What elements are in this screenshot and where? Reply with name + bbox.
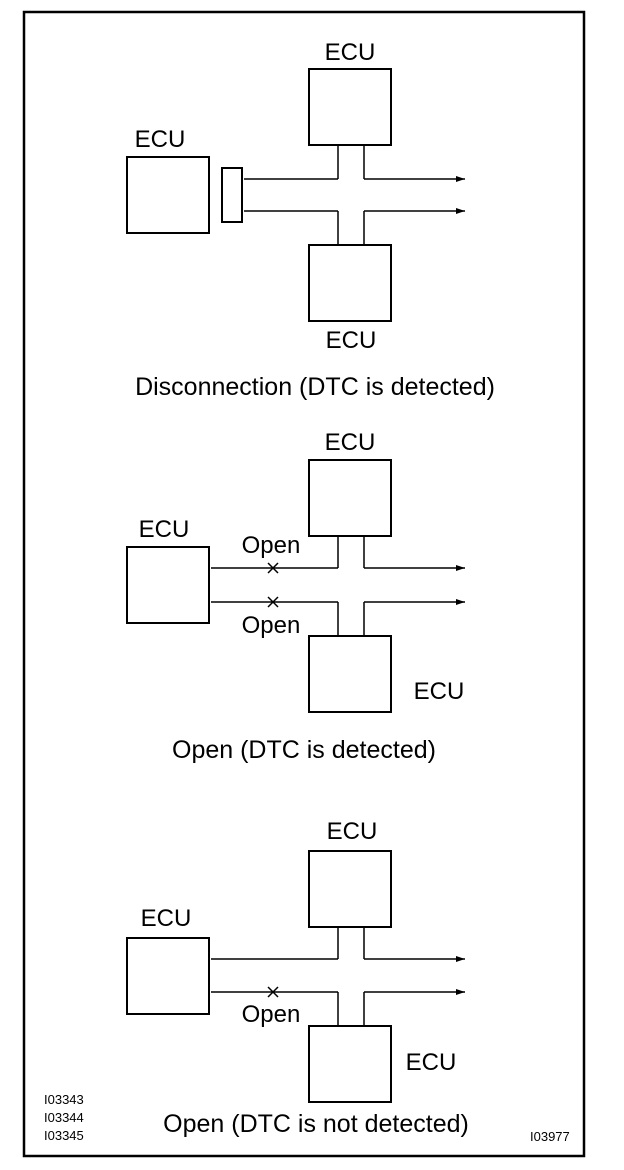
ecu-box-top: [308, 68, 392, 146]
figure-code-1: I03343: [44, 1092, 84, 1107]
outer-frame: [22, 10, 586, 1158]
ecu-label-top: ECU: [325, 39, 376, 66]
panel-caption: Open (DTC is not detected): [163, 1110, 469, 1138]
open-label: Open: [242, 1001, 301, 1028]
bus-lines: [211, 536, 465, 636]
ecu-box-left: [126, 156, 210, 234]
ecu-label-bottom: ECU: [406, 1049, 457, 1076]
ecu-label-left: ECU: [141, 905, 192, 932]
ecu-box-bottom: [308, 635, 392, 713]
ecu-box-top: [308, 850, 392, 928]
panel-caption: Disconnection (DTC is detected): [135, 373, 495, 401]
panel-open-not-detected: ECU ECU ECU Open Open (DTC is not detect…: [126, 818, 469, 1138]
ecu-label-top: ECU: [327, 818, 378, 845]
figure-code-3: I03345: [44, 1128, 84, 1143]
open-cross-lower-icon: [267, 596, 279, 608]
ecu-label-left: ECU: [139, 516, 190, 543]
ecu-label-top: ECU: [325, 429, 376, 456]
ecu-label-bottom: ECU: [414, 678, 465, 705]
disconnected-connector: [221, 167, 243, 223]
open-cross-upper-icon: [267, 562, 279, 574]
open-label-upper: Open: [242, 532, 301, 559]
ecu-label-left: ECU: [135, 126, 186, 153]
ecu-box-left: [126, 937, 210, 1015]
panel-open-detected: ECU ECU ECU Open Open Open (DTC is detec…: [126, 429, 465, 764]
ecu-box-bottom: [308, 1025, 392, 1103]
bus-lines: [211, 927, 465, 1026]
bus-lines: [244, 145, 465, 245]
ecu-box-top: [308, 459, 392, 537]
ecu-box-left: [126, 546, 210, 624]
panel-disconnection: ECU ECU ECU Disconnection (DTC is detect…: [126, 39, 495, 401]
panel-caption: Open (DTC is detected): [172, 736, 436, 764]
open-label-lower: Open: [242, 612, 301, 639]
open-cross-icon: [267, 986, 279, 998]
figure-code-2: I03344: [44, 1110, 84, 1125]
ecu-box-bottom: [308, 244, 392, 322]
ecu-label-bottom: ECU: [326, 327, 377, 354]
figure-code-right: I03977: [530, 1129, 570, 1144]
